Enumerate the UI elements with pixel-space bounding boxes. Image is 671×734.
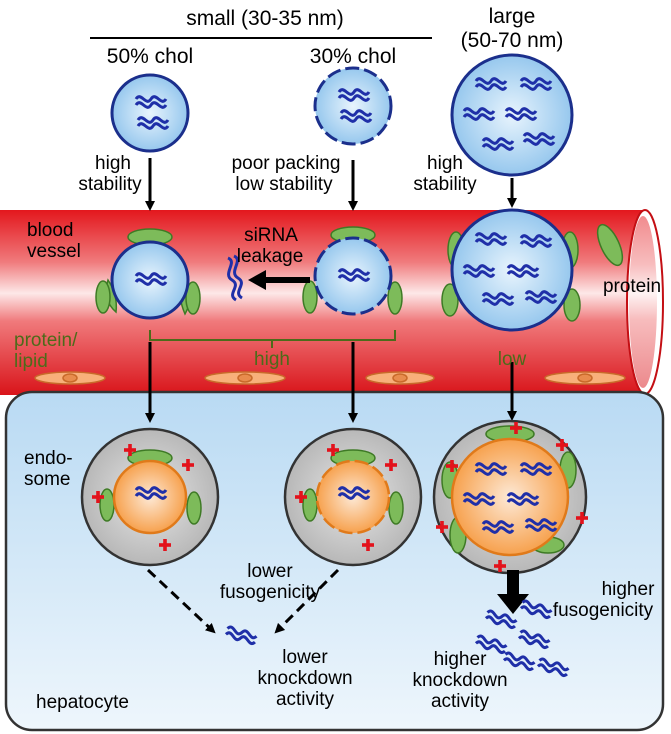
free-sirna-leak xyxy=(227,254,243,302)
large-label-line1: large xyxy=(488,5,536,28)
hepatocyte-label: hepatocyte xyxy=(36,692,129,713)
large-label-line2: (50-70 nm) xyxy=(460,29,564,52)
release-arrow xyxy=(497,570,529,614)
lnp-vessel-50chol xyxy=(95,228,201,320)
endosome-30chol xyxy=(283,427,423,567)
stability-col1-line2: stability xyxy=(78,174,142,195)
lower-knockdown-line2: knockdown xyxy=(257,668,353,689)
lnp-vessel-large xyxy=(441,208,581,332)
higher-fusogenicity-line1: higher xyxy=(601,579,655,600)
stability-col2-line2: low stability xyxy=(235,174,333,195)
lower-knockdown-line3: activity xyxy=(275,689,335,710)
lnp-small-30chol xyxy=(313,66,393,146)
stability-col1-line1: high xyxy=(95,153,131,174)
protein-high-label: high xyxy=(254,349,290,370)
protein-lipid-line2: lipid xyxy=(14,351,48,372)
lnp-large xyxy=(450,53,574,177)
lnp-vessel-30chol xyxy=(302,226,403,316)
protein-bracket xyxy=(149,330,396,348)
lower-fusogenicity-line2: fusogenicity xyxy=(219,582,321,603)
endosome-label-line1: endo- xyxy=(24,448,73,469)
protein-lipid-line1: protein/ xyxy=(14,330,78,351)
small-group-label: small (30-35 nm) xyxy=(186,7,344,30)
endosome-label-line2: some xyxy=(24,469,71,490)
endothelial-cells xyxy=(34,371,626,385)
flow-arrows xyxy=(145,158,517,423)
protein-low-label: low xyxy=(497,349,527,370)
col2-label: 30% chol xyxy=(309,45,397,68)
leak-label-line1: siRNA xyxy=(244,225,298,246)
higher-knockdown-line3: activity xyxy=(430,691,490,712)
lower-fusogenicity-line1: lower xyxy=(247,561,293,582)
dashed-arrows xyxy=(146,568,340,634)
higher-fusogenicity-line2: fusogenicity xyxy=(552,600,654,621)
lower-knockdown-line1: lower xyxy=(282,647,328,668)
endosome-large xyxy=(432,419,588,575)
endosome-50chol xyxy=(80,427,220,567)
leak-arrow xyxy=(248,270,310,290)
higher-knockdown-line2: knockdown xyxy=(412,670,508,691)
lnp-small-50chol xyxy=(110,73,190,153)
vessel-label-line1: blood xyxy=(27,220,74,241)
free-protein xyxy=(596,223,624,267)
higher-knockdown-line1: higher xyxy=(433,649,487,670)
stability-col3-line1: high xyxy=(427,153,463,174)
stability-col2-line1: poor packing xyxy=(231,153,341,174)
vessel-label-line2: vessel xyxy=(27,241,81,262)
stability-col3-line2: stability xyxy=(413,174,477,195)
col1-label: 50% chol xyxy=(106,45,194,68)
leak-label-line2: leakage xyxy=(236,246,304,267)
protein-label: protein xyxy=(602,276,662,297)
